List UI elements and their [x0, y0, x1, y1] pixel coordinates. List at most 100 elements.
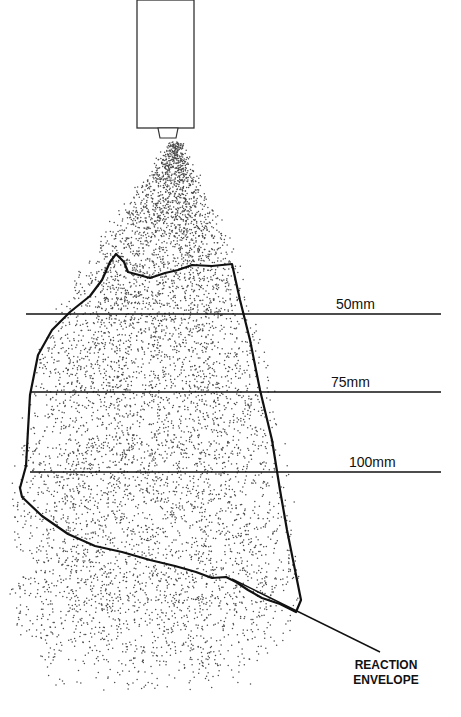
spray-dot	[82, 454, 84, 456]
spray-dot	[114, 516, 116, 518]
spray-dot	[89, 463, 91, 465]
spray-dot	[281, 516, 283, 518]
spray-dot	[116, 443, 118, 445]
spray-dot	[132, 520, 134, 522]
spray-dot	[156, 660, 158, 662]
spray-dot	[148, 546, 150, 548]
spray-dot	[226, 398, 228, 400]
spray-dot	[173, 216, 175, 218]
spray-dot	[120, 274, 122, 276]
spray-dot	[203, 270, 205, 272]
spray-dot	[56, 555, 58, 557]
spray-dot	[140, 618, 142, 620]
spray-dot	[249, 384, 251, 386]
spray-dot	[61, 412, 63, 414]
spray-dot	[191, 559, 193, 561]
spray-dot	[63, 628, 65, 630]
spray-dot	[132, 230, 134, 232]
spray-dot	[213, 575, 215, 577]
spray-dot	[98, 672, 100, 674]
spray-dot	[136, 679, 138, 681]
spray-dot	[185, 339, 187, 341]
spray-dot	[172, 526, 174, 528]
spray-dot	[119, 674, 121, 676]
spray-dot	[113, 495, 115, 497]
spray-dot	[274, 578, 276, 580]
spray-dot	[170, 345, 172, 347]
spray-dot	[16, 624, 18, 626]
spray-dot	[86, 365, 88, 367]
spray-dot	[230, 327, 232, 329]
spray-dot	[147, 287, 149, 289]
spray-dot	[164, 160, 166, 162]
spray-dot	[133, 568, 135, 570]
spray-dot	[156, 678, 158, 680]
spray-dot	[203, 603, 205, 605]
spray-dot	[222, 630, 224, 632]
spray-dot	[106, 518, 108, 520]
spray-dot	[202, 204, 204, 206]
spray-dot	[86, 507, 88, 509]
spray-dot	[90, 566, 92, 568]
spray-dot	[137, 276, 139, 278]
spray-dot	[221, 238, 223, 240]
spray-dot	[180, 423, 182, 425]
spray-dot	[146, 518, 148, 520]
spray-dot	[41, 618, 43, 620]
spray-dot	[187, 645, 189, 647]
spray-dot	[81, 357, 83, 359]
spray-dot	[171, 610, 173, 612]
spray-dot	[119, 350, 121, 352]
spray-dot	[223, 258, 225, 260]
spray-dot	[197, 597, 199, 599]
spray-dot	[154, 344, 156, 346]
spray-dot	[65, 578, 67, 580]
spray-dot	[103, 630, 105, 632]
spray-dot	[88, 501, 90, 503]
spray-dot	[244, 616, 246, 618]
spray-dot	[180, 145, 182, 147]
spray-dot	[115, 270, 117, 272]
spray-dot	[107, 364, 109, 366]
spray-dot	[65, 520, 67, 522]
spray-dot	[228, 387, 230, 389]
spray-dot	[183, 208, 185, 210]
spray-dot	[223, 326, 225, 328]
spray-dot	[115, 598, 117, 600]
spray-dot	[230, 551, 232, 553]
spray-dot	[111, 325, 113, 327]
spray-dot	[133, 206, 135, 208]
spray-dot	[209, 484, 211, 486]
spray-dot	[206, 343, 208, 345]
spray-dot	[150, 394, 152, 396]
spray-dot	[143, 501, 145, 503]
spray-dot	[213, 369, 215, 371]
spray-dot	[103, 382, 105, 384]
spray-dot	[217, 347, 219, 349]
spray-dot	[130, 337, 132, 339]
spray-dot	[138, 301, 140, 303]
spray-dot	[155, 462, 157, 464]
spray-dot	[95, 296, 97, 298]
spray-dot	[222, 468, 224, 470]
spray-dot	[182, 456, 184, 458]
spray-dot	[216, 285, 218, 287]
spray-dot	[274, 548, 276, 550]
spray-dot	[293, 605, 295, 607]
spray-dot	[153, 480, 155, 482]
spray-dot	[175, 244, 177, 246]
spray-dot	[192, 671, 194, 673]
spray-dot	[53, 585, 55, 587]
spray-dot	[225, 582, 227, 584]
spray-dot	[139, 426, 141, 428]
spray-dot	[77, 356, 79, 358]
spray-dot	[179, 535, 181, 537]
spray-dot	[85, 387, 87, 389]
spray-dot	[203, 200, 205, 202]
spray-dot	[194, 582, 196, 584]
spray-dot	[189, 394, 191, 396]
spray-dot	[29, 620, 31, 622]
spray-dot	[146, 208, 148, 210]
spray-dot	[258, 445, 260, 447]
spray-dot	[160, 270, 162, 272]
